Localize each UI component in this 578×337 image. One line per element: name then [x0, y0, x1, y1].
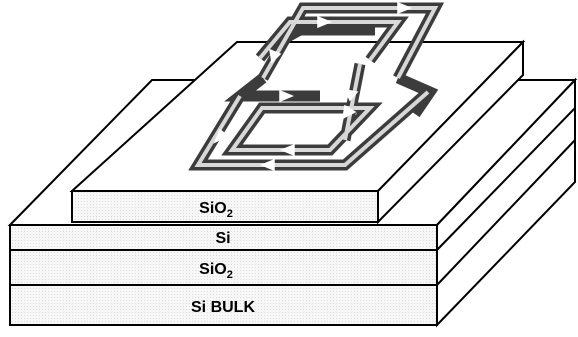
arrow-2 [397, 1, 412, 15]
layer-sio2-top: SiO2 [69, 39, 526, 225]
stack-side-edge-2 [436, 139, 576, 286]
arrow-8 [343, 89, 359, 102]
arrow-1 [317, 15, 332, 29]
arrow-4 [279, 89, 294, 103]
layer-sio2-bottom: SiO2 [9, 249, 438, 286]
layer-si-bulk: Si BULK [9, 284, 438, 326]
inductor-coil [188, 1, 445, 172]
label-sio2-bottom: SiO2 [199, 261, 233, 281]
layer-si-middle: Si [9, 224, 438, 251]
stack-side-edge-1 [436, 107, 576, 251]
arrow-5 [260, 158, 275, 172]
arrow-7 [342, 104, 357, 120]
sio2-front-face [71, 190, 379, 223]
label-si-bulk: Si BULK [191, 299, 255, 316]
arrow-6 [280, 143, 295, 157]
arrow-3 [269, 48, 282, 64]
arrow-9 [213, 128, 230, 144]
label-si-middle: Si [215, 230, 230, 247]
label-sio2-top: SiO2 [199, 200, 233, 220]
